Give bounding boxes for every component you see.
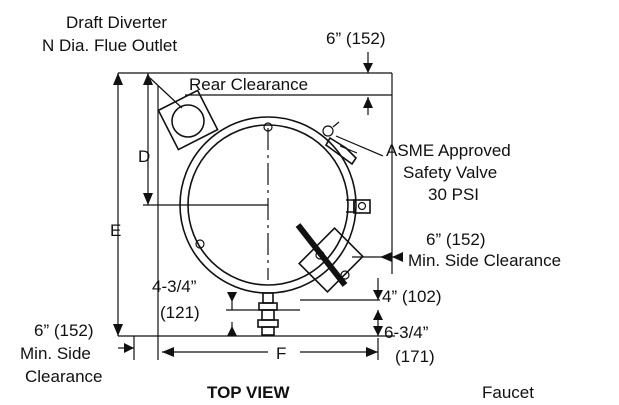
- draft-diverter-leader: [149, 77, 183, 109]
- right-side-value-label: 6” (152): [426, 230, 486, 249]
- access-cover: [295, 223, 364, 293]
- dim-434-label-1: 4-3/4”: [152, 277, 197, 296]
- side-fitting: [346, 199, 371, 214]
- dim-e-label: E: [110, 221, 121, 240]
- top-clearance-label: 6” (152): [326, 29, 386, 48]
- dim-d-label: D: [138, 147, 150, 166]
- asme-label-2: Safety Valve: [403, 163, 497, 182]
- left-side-label-2: Clearance: [25, 367, 103, 386]
- dim-634-label-2: (171): [395, 347, 435, 366]
- faucet-label: Faucet: [482, 383, 534, 402]
- view-title: TOP VIEW: [207, 383, 290, 402]
- dim-634-label-1: 6-3/4”: [384, 323, 429, 342]
- right-side-text-label: Min. Side Clearance: [408, 251, 561, 270]
- dim-4in-label: 4” (102): [382, 287, 442, 306]
- faucet: [257, 292, 279, 336]
- dim-f-label: F: [276, 344, 286, 363]
- draft-diverter-label-2: N Dia. Flue Outlet: [42, 36, 177, 55]
- dim-434-label-2: (121): [160, 303, 200, 322]
- asme-label-1: ASME Approved: [386, 141, 511, 160]
- safety-valve: [322, 121, 384, 166]
- left-side-value-label: 6” (152): [34, 321, 94, 340]
- safety-valve-leader: [335, 135, 384, 157]
- left-side-label-1: Min. Side: [20, 344, 91, 363]
- asme-label-3: 30 PSI: [428, 185, 479, 204]
- draft-diverter: [149, 77, 219, 151]
- draft-diverter-label-1: Draft Diverter: [66, 13, 167, 32]
- rear-clearance-label: Rear Clearance: [189, 75, 308, 94]
